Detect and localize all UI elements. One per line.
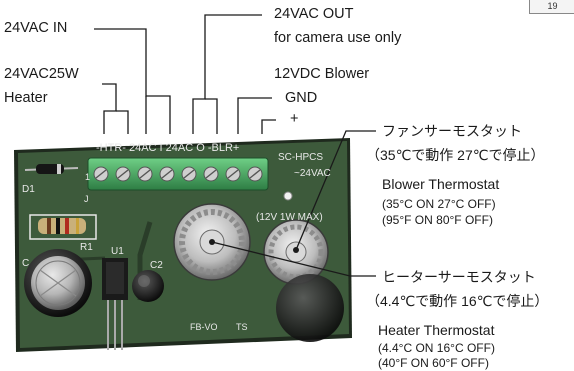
label-24vac-out: 24VAC OUT [274,6,354,22]
capacitor-c1 [24,249,92,317]
silkscreen-j1: J [84,194,89,204]
leader-plus [261,119,276,134]
silkscreen-u1: U1 [111,246,124,257]
silkscreen-voltage: ~24VAC [294,168,331,179]
blower-thermostat-fahrenheit: (95°F ON 80°F OFF) [382,213,493,227]
silkscreen-r1: R1 [80,242,93,253]
led [283,191,293,201]
terminal-block [87,157,269,191]
leader-ac-in [94,28,171,134]
leader-dot-fan [293,247,299,253]
label-gnd: GND [285,90,318,106]
heater-thermostat-jp-setting: （4.4℃で動作 16℃で停止） [366,293,549,309]
silkscreen-fb: FB-VO [190,322,218,332]
heater-thermostat-title: Heater Thermostat [378,322,495,338]
regulator-u1 [102,258,128,350]
heater-thermostat-jp-title: ヒーターサーモスタット [382,269,536,285]
fan-thermostat-jp-setting: （35℃で動作 27℃で停止） [366,147,545,163]
leader-lines [94,14,376,277]
resistor-r1 [29,214,97,240]
label-12vdc-blower: 12VDC Blower [274,66,370,82]
leader-gnd [237,97,272,134]
label-heater: Heater [4,90,48,106]
silkscreen-pin1: 1 [85,172,91,182]
corner-tab: 19 [529,0,574,14]
leader-heater [102,83,117,134]
capacitor-c3 [276,274,344,342]
blower-thermostat-title: Blower Thermostat [382,176,500,192]
silkscreen-max-rating: (12V 1W MAX) [256,212,323,223]
silkscreen-model: SC-HPCS [278,152,324,163]
leader-heater-split [116,110,129,134]
label-plus: + [290,111,299,127]
silkscreen-terminal-header: -HTR- 24AC I 24AC O -BLR+ [96,142,240,154]
leader-ac-out-split [205,98,218,134]
fan-thermostat-jp-title: ファンサーモスタット [382,123,522,139]
capacitor-c2 [132,270,164,302]
label-heater-power: 24VAC25W [4,66,79,82]
diode-d1 [24,164,79,174]
silkscreen-ts: TS [236,322,248,332]
label-24vac-in: 24VAC IN [4,20,68,36]
leader-heater-thermostat [211,241,376,277]
heater-thermostat-fahrenheit: (40°F ON 60°F OFF) [378,356,489,370]
label-24vac-out-note: for camera use only [274,30,402,46]
silkscreen-c2: C2 [150,260,163,271]
silkscreen-d1: D1 [22,184,35,195]
silkscreen-c1: C [22,258,30,269]
heater-thermostat-celsius: (4.4°C ON 16°C OFF) [378,341,495,355]
leader-ac-out [192,14,262,134]
blower-thermostat-celsius: (35°C ON 27°C OFF) [382,197,496,211]
leader-fan-thermostat [295,130,376,251]
leader-dot-heater [209,239,215,245]
